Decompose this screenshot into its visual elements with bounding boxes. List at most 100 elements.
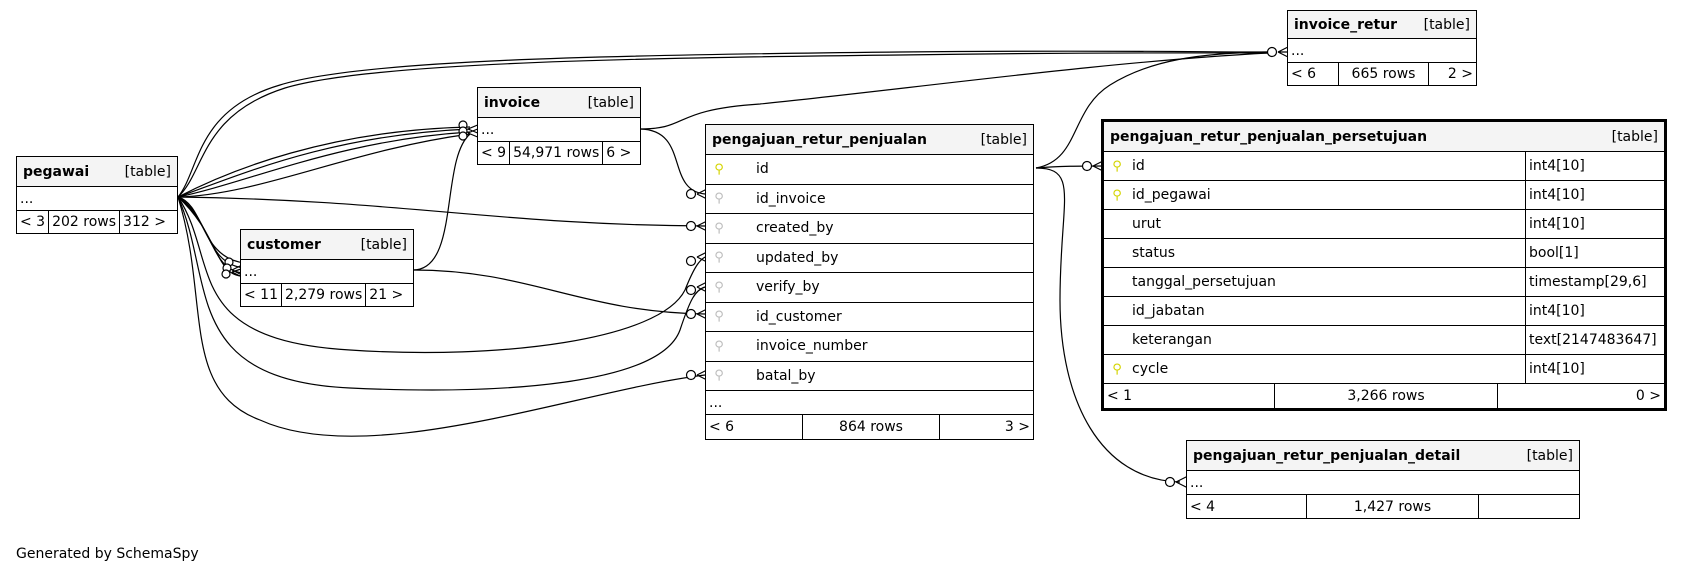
table-name[interactable]: customer (247, 236, 321, 253)
table-header: pengajuan_retur_penjualan [table] (706, 125, 1033, 155)
column-name: batal_by (756, 367, 816, 384)
column-row[interactable]: ⚲verify_by (706, 273, 1033, 303)
table-footer: < 4 1,427 rows (1187, 495, 1579, 518)
column-name: created_by (756, 220, 834, 237)
table-customer[interactable]: customer [table] ... < 11 2,279 rows 21 … (240, 229, 414, 307)
table-name[interactable]: pengajuan_retur_penjualan_persetujuan (1110, 128, 1428, 145)
column-name: urut (1132, 216, 1161, 232)
table-name[interactable]: invoice_retur (1294, 16, 1398, 33)
columns-elided: ... (478, 118, 640, 142)
primary-key-icon: ⚲ (1112, 361, 1122, 377)
column-name: tanggal_persetujuan (1132, 274, 1276, 290)
column-row[interactable]: ⚲batal_by (706, 362, 1033, 391)
generator-credit[interactable]: Generated by SchemaSpy (16, 546, 199, 562)
table-name[interactable]: invoice (484, 94, 541, 111)
table-kind: [table] (980, 131, 1027, 148)
parent-count: < 6 (709, 419, 735, 435)
column-cell: ⚲id_pegawai (1104, 187, 1525, 203)
parent-count: < 3 (20, 214, 46, 230)
table-footer: < 3 202 rows 312 > (17, 211, 177, 233)
parent-count: < 1 (1107, 388, 1133, 404)
table-invoice[interactable]: invoice [table] ... < 9 54,971 rows 6 > (477, 87, 641, 165)
column-type: bool[1] (1525, 239, 1664, 267)
column-cell: ⚲cycle (1104, 361, 1525, 377)
table-kind: [table] (1423, 16, 1470, 33)
column-cell: ⚲tanggal_persetujuan (1104, 274, 1525, 290)
child-count: 0 > (1497, 384, 1664, 408)
edge-pegawai-verify-by (177, 196, 706, 391)
edge-prp-persetujuan (1035, 165, 1106, 169)
column-row[interactable]: ⚲id (706, 155, 1033, 185)
column-type: int4[10] (1525, 181, 1664, 209)
foreign-key-icon: ⚲ (714, 250, 724, 266)
table-pengajuan-retur-penjualan-persetujuan[interactable]: pengajuan_retur_penjualan_persetujuan [t… (1101, 119, 1667, 411)
column-name: updated_by (756, 249, 839, 266)
column-row[interactable]: ⚲ id_customer (706, 303, 1033, 332)
column-row[interactable]: ⚲invoice_number (706, 332, 1033, 362)
table-name[interactable]: pengajuan_retur_penjualan_detail (1193, 447, 1461, 464)
column-name: id_customer (756, 308, 842, 325)
foreign-key-icon: ⚲ (714, 309, 724, 325)
ellipsis: ... (481, 121, 495, 138)
zero-marker (685, 255, 697, 267)
table-pegawai[interactable]: pegawai [table] ... < 3 202 rows 312 > (16, 156, 178, 234)
primary-key-icon: ⚲ (1112, 158, 1122, 174)
edge-customer-id-customer (412, 269, 706, 315)
column-row[interactable]: ⚲id_invoice (706, 185, 1033, 214)
edge-invoice-invoice-retur (639, 52, 1269, 130)
zero-marker (1081, 160, 1093, 172)
edge-prp-detail (1035, 167, 1181, 483)
edge-pegawai-invoice-retur (177, 52, 1269, 198)
ellipsis: ... (1291, 42, 1305, 59)
table-invoice-retur[interactable]: invoice_retur [table] ... < 6 665 rows 2… (1287, 10, 1477, 86)
column-cell: ⚲ updated_by (706, 250, 1033, 266)
table-pengajuan-retur-penjualan-detail[interactable]: pengajuan_retur_penjualan_detail [table]… (1186, 440, 1580, 519)
edge-pegawai-invoice (177, 133, 471, 198)
table-kind: [table] (1526, 447, 1573, 464)
column-name: id_pegawai (1132, 187, 1211, 203)
child-count: 2 > (1428, 63, 1476, 85)
column-row[interactable]: ⚲created_by (706, 214, 1033, 244)
table-name[interactable]: pegawai (23, 163, 90, 180)
table-name[interactable]: pengajuan_retur_penjualan (712, 131, 928, 148)
child-count: 6 > (602, 142, 634, 164)
row-count: 3,266 rows (1274, 384, 1497, 408)
row-count: 54,971 rows (509, 142, 602, 164)
column-cell: ⚲id_jabatan (1104, 303, 1525, 319)
column-cell: ⚲batal_by (706, 368, 1033, 384)
row-count: 665 rows (1338, 63, 1428, 85)
edge-customer-invoice (412, 133, 471, 271)
row-count: 1,427 rows (1306, 495, 1478, 518)
column-row[interactable]: ⚲ updated_by (706, 244, 1033, 273)
column-type: text[2147483647] (1525, 326, 1664, 354)
zero-marker (1164, 476, 1176, 488)
table-kind: [table] (1611, 128, 1658, 145)
column-type: int4[10] (1525, 152, 1664, 180)
edge-pegawai-invoice (177, 131, 471, 198)
edge-pegawai-invoice (177, 126, 471, 198)
edge-pegawai-customer (177, 196, 246, 274)
column-cell: ⚲id (1104, 158, 1525, 174)
ellipsis: ... (1190, 474, 1204, 491)
table-header: customer [table] (241, 230, 413, 260)
columns-elided: ... (706, 391, 1033, 415)
column-name: verify_by (756, 279, 820, 296)
column-cell: ⚲ id_customer (706, 309, 1033, 325)
row-count: 202 rows (48, 211, 119, 233)
table-kind: [table] (587, 94, 634, 111)
table-pengajuan-retur-penjualan[interactable]: pengajuan_retur_penjualan [table] ⚲id⚲id… (705, 124, 1034, 440)
zero-marker (685, 188, 697, 200)
column-cell: ⚲invoice_number (706, 338, 1033, 354)
edge-pegawai-batal-by (177, 196, 706, 437)
child-count: 21 > (365, 284, 406, 306)
row-count: 2,279 rows (281, 284, 365, 306)
